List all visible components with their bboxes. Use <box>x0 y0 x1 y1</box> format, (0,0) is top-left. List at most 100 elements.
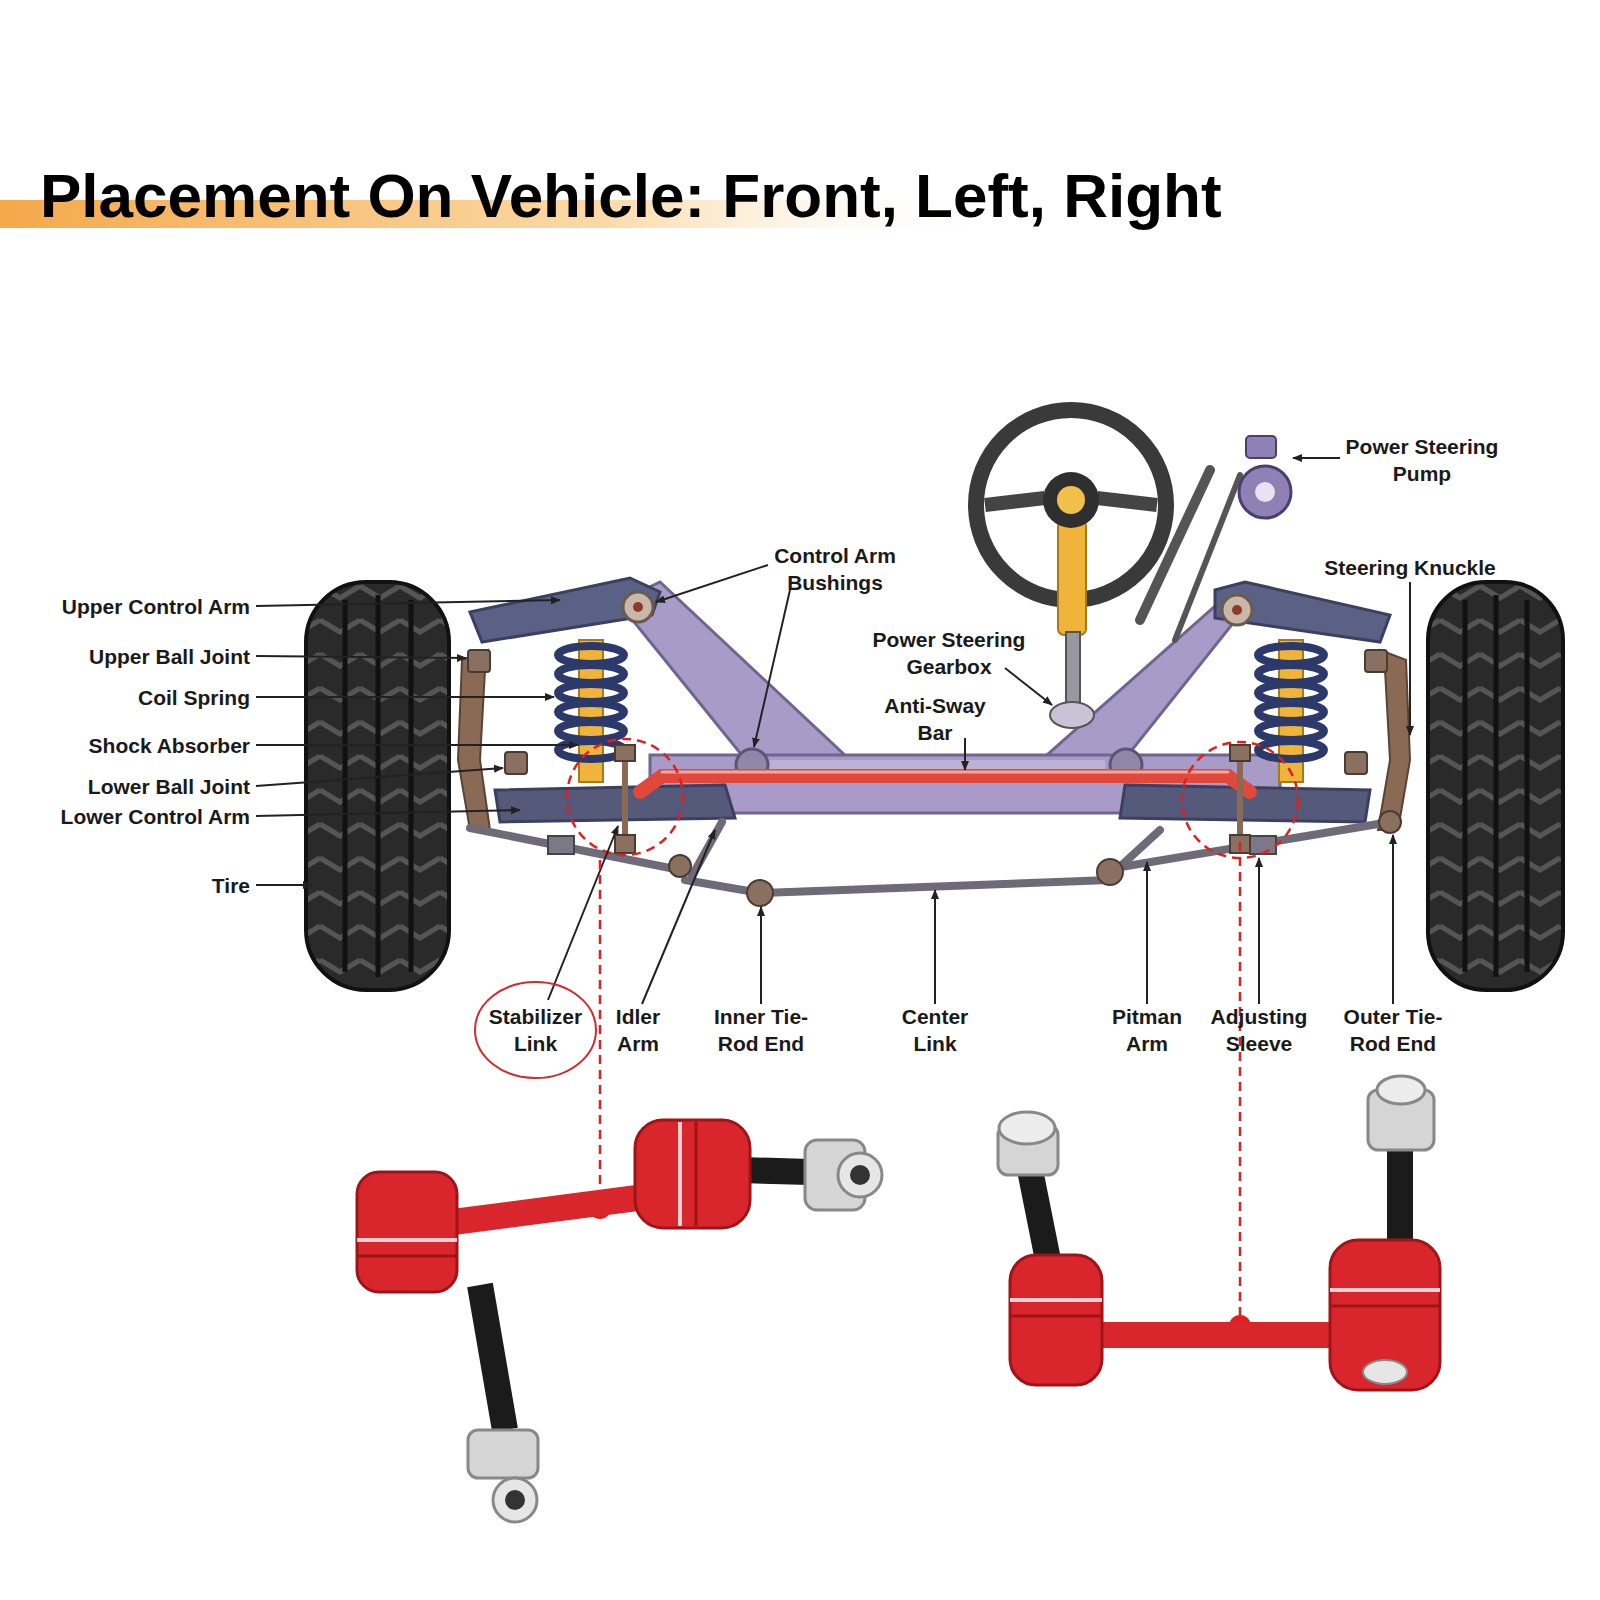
part-label: Upper Control Arm <box>0 593 250 620</box>
leader-lines <box>656 565 768 602</box>
left-link-product <box>357 1172 457 1292</box>
power-steering-pump <box>1239 436 1291 518</box>
ellipse-outline <box>473 980 598 1080</box>
part-label: Inner Tie-Rod End <box>695 1003 827 1057</box>
tie-rod-joints <box>1379 811 1401 833</box>
leader-lines <box>1392 835 1394 1004</box>
bushings <box>623 592 1252 781</box>
anti-sway-bar <box>622 755 628 845</box>
tires <box>376 595 381 977</box>
anti-sway-bar <box>1230 745 1250 761</box>
steering-wheel <box>1066 632 1080 707</box>
steering-wheel <box>976 410 1240 728</box>
part-label: Steering Knuckle <box>1300 554 1520 581</box>
highlight-circles <box>567 739 1298 858</box>
leader-lines <box>256 696 554 698</box>
dotted-pointers <box>1239 842 1242 1322</box>
power-steering-pump <box>1246 436 1276 458</box>
ball-joints <box>505 752 527 774</box>
anti-sway-bar <box>615 745 635 761</box>
part-label: Adjusting Sleeve <box>1204 1003 1314 1057</box>
part-label: Shock Absorber <box>0 732 250 759</box>
anti-sway-bar <box>662 771 1228 774</box>
leader-lines <box>256 744 578 746</box>
right-link-product <box>1330 1240 1440 1390</box>
right-link-product <box>1330 1288 1440 1292</box>
tie-rod-joints <box>548 811 1401 906</box>
anti-sway-bar <box>640 776 1250 792</box>
part-label: Pitman Arm <box>1104 1003 1190 1057</box>
power-steering-pump <box>1239 466 1291 518</box>
leader-lines <box>256 656 466 658</box>
leader-lines <box>256 884 312 886</box>
control-arms <box>1215 582 1390 642</box>
steering-wheel <box>1057 486 1085 514</box>
leader-lines <box>256 600 560 606</box>
leader-lines <box>1258 858 1260 1004</box>
left-link-product <box>357 1238 457 1242</box>
tires <box>409 600 414 972</box>
right-link-product <box>1010 1255 1102 1385</box>
right-link-product <box>1363 1360 1407 1384</box>
leader-lines <box>642 830 715 1004</box>
left-link-product <box>480 1285 505 1430</box>
ball-joints <box>1345 752 1367 774</box>
part-label: Power Steering Pump <box>1332 433 1512 487</box>
leader-lines <box>754 590 790 747</box>
right-link-product <box>999 1112 1055 1144</box>
part-label: Upper Ball Joint <box>0 643 250 670</box>
leader-lines <box>934 890 936 1004</box>
dotted-pointers <box>599 860 602 1205</box>
right-link-product <box>1387 1140 1413 1250</box>
anti-sway-bar <box>615 745 1250 853</box>
highlight-circles <box>567 739 683 855</box>
tires <box>306 582 449 990</box>
tires <box>1428 582 1563 990</box>
steering-wheel <box>1058 520 1086 635</box>
leader-lines <box>548 826 618 1000</box>
steering-knuckles <box>458 650 490 830</box>
tie-rod-joints <box>1097 859 1123 885</box>
control-arms <box>470 578 660 642</box>
part-label: Outer Tie-Rod End <box>1327 1003 1459 1057</box>
right-link-product <box>1010 1315 1102 1318</box>
ball-joints <box>468 650 490 672</box>
right-link-product <box>998 1076 1440 1390</box>
left-link-product <box>695 1122 698 1226</box>
ball-joints <box>1365 650 1387 672</box>
steering-wheel <box>1175 475 1240 640</box>
part-label: Idler Arm <box>606 1003 670 1057</box>
left-link-product <box>493 1478 537 1522</box>
part-label: Tire <box>0 872 250 899</box>
tie-rod-joints <box>747 880 773 906</box>
right-link-product <box>1330 1305 1440 1308</box>
page-title: Placement On Vehicle: Front, Left, Right <box>40 160 1222 232</box>
bushings <box>1232 605 1242 615</box>
leader-lines <box>760 907 762 1004</box>
leader-lines <box>1293 457 1340 459</box>
right-link-product <box>1377 1076 1425 1104</box>
left-link-product <box>678 1122 682 1226</box>
left-link-product <box>468 1430 538 1478</box>
highlight-circles <box>1182 742 1298 858</box>
left-link-product <box>838 1153 882 1197</box>
tires <box>1494 595 1499 977</box>
steering-wheel <box>1043 472 1099 528</box>
right-link-product <box>1010 1298 1102 1302</box>
leader-lines <box>256 458 1410 1004</box>
left-link-product <box>505 1490 525 1510</box>
bushings <box>1222 595 1252 625</box>
tires <box>343 600 348 972</box>
bushings <box>633 602 643 612</box>
part-label: Anti-Sway Bar <box>875 692 995 746</box>
right-link-product <box>1070 1322 1340 1348</box>
dotted-pointers <box>589 842 1251 1337</box>
leader-lines <box>1146 862 1148 1004</box>
left-link-product <box>357 1120 882 1522</box>
control-arms <box>470 578 1390 822</box>
part-label: Coil Spring <box>0 684 250 711</box>
tie-rod-joints <box>1250 836 1276 854</box>
anti-sway-bar <box>1237 755 1243 845</box>
part-label: Lower Ball Joint <box>0 773 250 800</box>
